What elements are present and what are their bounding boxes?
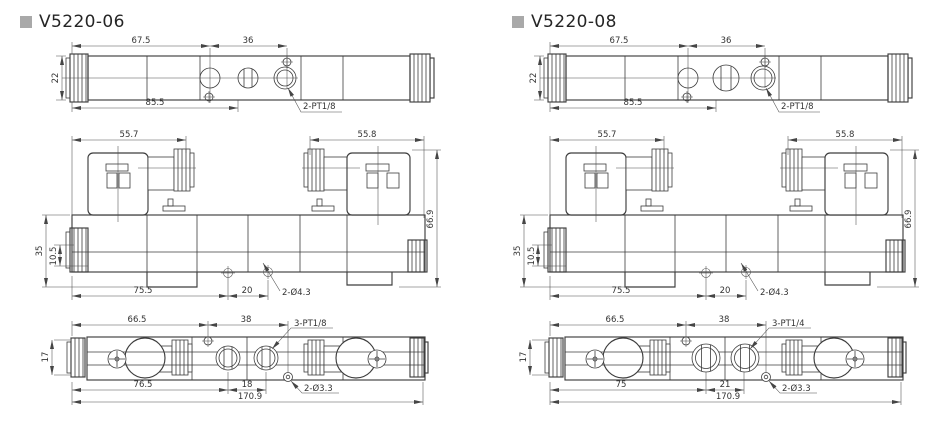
dim-top-height: 22: [529, 73, 539, 84]
dim-bottom-span-b: 18: [242, 380, 253, 390]
panel-title: V5220-06: [20, 12, 125, 32]
bottom-view: 66.5 38 3-PT1/8 17 76.5 18 170.9 2-Ø3.3: [41, 315, 429, 405]
callout-pilot-port: 2-PT1/8: [781, 102, 813, 112]
callout-mount-hole: 2-Ø4.3: [282, 287, 311, 298]
dim-bottom-total: 170.9: [238, 392, 262, 402]
dim-total-height: 66.9: [904, 210, 914, 229]
dim-solenoid-left: 55.7: [598, 130, 617, 140]
callout-small-hole: 2-Ø3.3: [304, 383, 333, 394]
dim-bottom-total: 170.9: [716, 392, 740, 402]
dim-mount-pitch: 20: [720, 286, 731, 296]
dim-solenoid-right: 55.8: [836, 130, 855, 140]
valve-drawing: 67.5 36 22 85.5 2-PT1/8: [513, 36, 919, 405]
dim-top-width-upper: 67.5: [610, 36, 629, 46]
dim-solenoid-right: 55.8: [358, 130, 377, 140]
model-name: V5220-08: [531, 12, 617, 32]
dim-bottom-left-span: 66.5: [128, 315, 147, 325]
dim-bottom-port-span: 38: [241, 315, 252, 325]
title-bullet-icon: [20, 16, 32, 28]
bottom-view: 66.5 38 3-PT1/4 17 75 21 170.9 2-Ø3.3: [519, 315, 907, 405]
top-view: 67.5 36 22 85.5 2-PT1/8: [51, 36, 435, 113]
callout-main-ports: 3-PT1/4: [772, 319, 804, 329]
panel-v5220-06: V5220-06: [0, 0, 472, 429]
title-bullet-icon: [512, 16, 524, 28]
dim-bottom-height: 17: [41, 352, 51, 363]
dim-solenoid-left: 55.7: [120, 130, 139, 140]
callout-pilot-port: 2-PT1/8: [303, 102, 335, 112]
dim-base-height: 10.5: [49, 247, 59, 266]
top-view: 67.5 36 22 85.5 2-PT1/8: [529, 36, 913, 113]
dim-bottom-span-b: 21: [720, 380, 731, 390]
dim-mount-span: 75.5: [134, 286, 153, 296]
dim-mount-pitch: 20: [242, 286, 253, 296]
front-view: 55.7 55.8 66.9 35 10.5 75.5 20 2-Ø4.3: [513, 130, 919, 300]
dim-base-height: 10.5: [527, 247, 537, 266]
dim-top-width-upper: 67.5: [132, 36, 151, 46]
dim-bottom-port-span: 38: [719, 315, 730, 325]
dim-mount-span: 75.5: [612, 286, 631, 296]
dim-top-width-lower: 85.5: [146, 98, 165, 108]
dim-top-width-lower: 85.5: [624, 98, 643, 108]
dim-body-height: 35: [513, 246, 523, 257]
front-view: 55.7 55.8 66.9 35 10.5 75.5 20 2-Ø4.3: [35, 130, 441, 300]
panel-title: V5220-08: [512, 12, 617, 32]
dim-top-width-ports: 36: [243, 36, 254, 46]
dim-top-width-ports: 36: [721, 36, 732, 46]
dim-bottom-span-a: 75: [616, 380, 627, 390]
dim-top-height: 22: [51, 73, 61, 84]
model-name: V5220-06: [39, 12, 125, 32]
dim-bottom-left-span: 66.5: [606, 315, 625, 325]
callout-mount-hole: 2-Ø4.3: [760, 287, 789, 298]
valve-drawing: 67.5 36 22 85.5 2-PT1/8: [35, 36, 441, 405]
dim-bottom-span-a: 76.5: [134, 380, 153, 390]
dim-body-height: 35: [35, 246, 45, 257]
callout-main-ports: 3-PT1/8: [294, 319, 326, 329]
dim-total-height: 66.9: [426, 210, 436, 229]
dim-bottom-height: 17: [519, 352, 529, 363]
callout-small-hole: 2-Ø3.3: [782, 383, 811, 394]
panel-v5220-08: V5220-08: [478, 0, 945, 429]
